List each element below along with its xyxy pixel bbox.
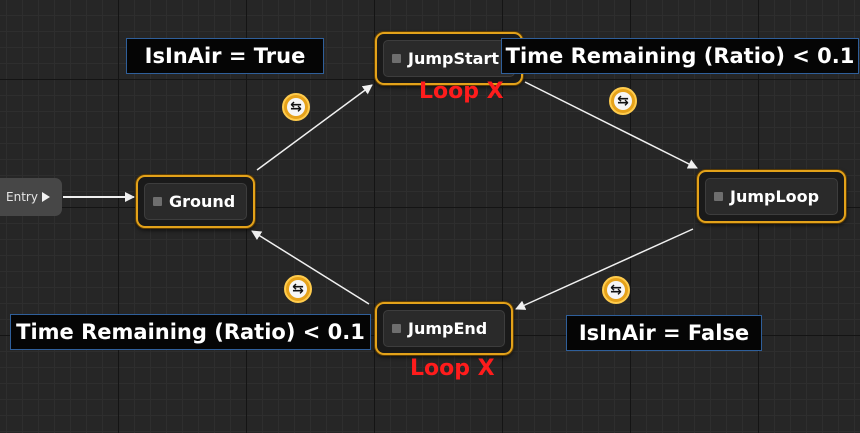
state-icon (714, 192, 723, 201)
annotation-jumploop-to-jumpend: IsInAir = False (566, 315, 762, 351)
wire-jumpend-to-ground (251, 230, 370, 305)
annotation-ground-to-jumpstart: IsInAir = True (126, 38, 324, 74)
transition-rule-jumploop-to-jumpend[interactable]: ⇆ (602, 276, 630, 304)
state-node-jumpstart[interactable]: JumpStart (375, 32, 523, 85)
state-node-body: JumpLoop (705, 178, 838, 215)
transition-rule-icon: ⇆ (614, 92, 632, 110)
transition-rule-icon: ⇆ (287, 98, 305, 116)
state-node-jumpend[interactable]: JumpEnd (375, 302, 513, 355)
transition-rule-jumpstart-to-jumploop[interactable]: ⇆ (609, 87, 637, 115)
loop-tag-jumpstart: Loop X (419, 79, 504, 104)
loop-tag-jumpend: Loop X (410, 356, 495, 381)
entry-output-pin-icon[interactable] (41, 192, 50, 202)
wire-jumploop-to-jumpend (515, 228, 694, 310)
state-icon (392, 324, 401, 333)
entry-node[interactable]: Entry (0, 178, 62, 216)
transition-rule-icon: ⇆ (607, 281, 625, 299)
state-node-body: JumpEnd (383, 310, 505, 347)
state-label-jumpend: JumpEnd (408, 319, 488, 338)
wire-ground-to-jumpstart (256, 84, 373, 171)
state-node-jumploop[interactable]: JumpLoop (697, 170, 846, 223)
transition-rule-jumpend-to-ground[interactable]: ⇆ (284, 275, 312, 303)
state-icon (392, 54, 401, 63)
annotation-jumpend-to-ground: Time Remaining (Ratio) < 0.1 (10, 314, 371, 350)
state-node-body: JumpStart (383, 40, 515, 77)
state-node-body: Ground (144, 183, 247, 220)
annotation-jumpstart-to-jumploop: Time Remaining (Ratio) < 0.1 (501, 38, 859, 74)
state-icon (153, 197, 162, 206)
state-node-ground[interactable]: Ground (136, 175, 255, 228)
state-label-jumploop: JumpLoop (730, 187, 820, 206)
transition-rule-ground-to-jumpstart[interactable]: ⇆ (282, 93, 310, 121)
state-label-jumpstart: JumpStart (408, 49, 499, 68)
transition-rule-icon: ⇆ (289, 280, 307, 298)
state-label-ground: Ground (169, 192, 236, 211)
entry-label: Entry (6, 190, 38, 204)
wire-jumpstart-to-jumploop (524, 81, 698, 169)
